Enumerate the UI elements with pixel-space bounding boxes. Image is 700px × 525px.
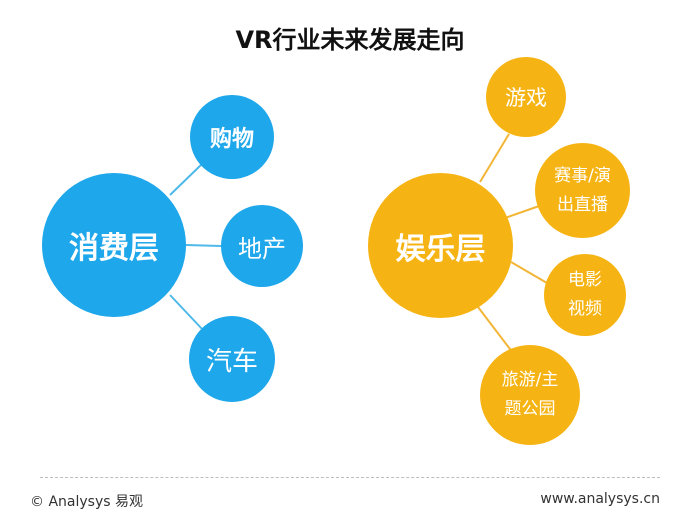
connector-entertainment-film [510,261,548,284]
auto-label: 汽车 [205,346,258,377]
connector-consumer-auto [169,294,204,331]
shopping-node: 购物 [190,95,274,179]
film-video-label-line2: 视频 [568,299,602,319]
live-events-node: 赛事/演 出直播 [535,143,630,238]
games-node: 游戏 [486,57,566,137]
footer-brand: © Analysys 易观 [30,494,143,510]
entertainment-hub-label: 娱乐层 [395,231,486,267]
travel-theme-park-label-line1: 旅游/主 [501,370,559,390]
live-events-label-line1: 赛事/演 [554,165,611,186]
games-label: 游戏 [505,86,547,110]
property-label: 地产 [238,234,286,263]
footer-divider [40,477,660,478]
page-title: VR行业未来发展走向 [235,26,465,54]
connector-entertainment-events [504,204,543,219]
shopping-label: 购物 [209,127,254,152]
live-events-label-line2: 出直播 [556,194,608,215]
connector-entertainment-games [479,133,510,183]
connector-entertainment-travel [477,306,514,354]
entertainment-hub-node: 娱乐层 [368,173,513,318]
film-video-node: 电影 视频 [544,254,626,336]
property-node: 地产 [221,205,303,287]
connector-consumer-shopping [169,162,204,196]
film-video-label-line1: 电影 [568,270,602,290]
travel-theme-park-node: 旅游/主 题公园 [480,345,580,445]
footer-website-link[interactable]: www.analysys.cn [540,491,660,507]
consumer-hub-label: 消费层 [69,231,159,266]
travel-theme-park-label-line2: 题公园 [504,399,556,419]
connector-consumer-property [185,244,222,247]
consumer-hub-node: 消费层 [42,173,186,317]
auto-node: 汽车 [189,316,275,402]
